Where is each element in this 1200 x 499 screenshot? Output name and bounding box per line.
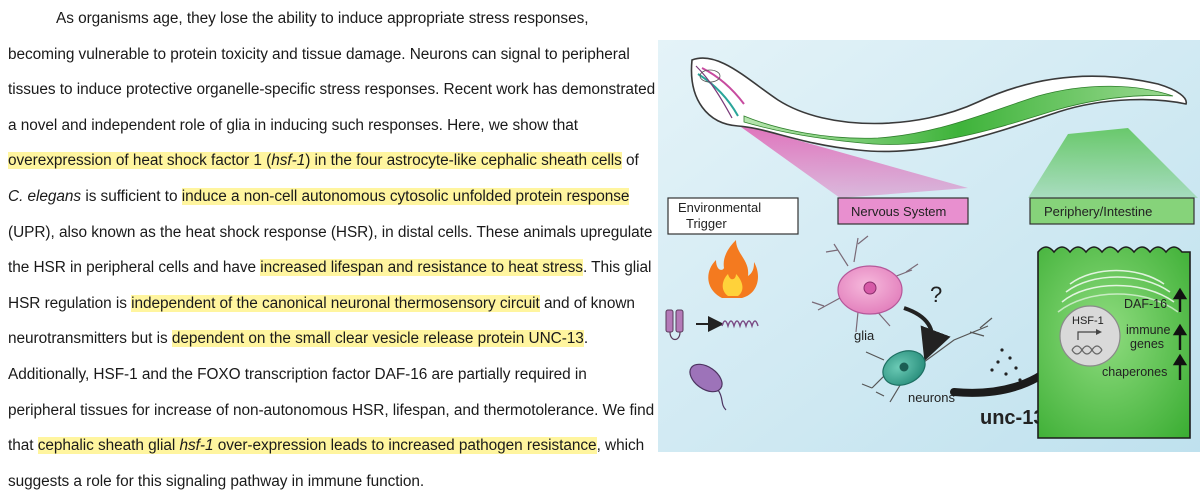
species-name: C. elegans <box>8 187 82 205</box>
abstract-line: HSR regulation is independent of the can… <box>8 286 663 322</box>
daf-16-label: DAF-16 <box>1124 297 1167 311</box>
abstract-line: that cephalic sheath glial hsf-1 over-ex… <box>8 428 663 464</box>
abstract-line: Additionally, HSF-1 and the FOXO transcr… <box>8 365 587 383</box>
highlight: dependent on the small clear vesicle rel… <box>171 330 584 348</box>
abstract-line: a novel and independent role of glia in … <box>8 116 578 134</box>
chaperones-label: chaperones <box>1102 365 1167 379</box>
protein-unfolding-icon <box>665 309 759 341</box>
abstract-line: becoming vulnerable to protein toxicity … <box>8 45 630 63</box>
bacterium-icon <box>689 363 727 411</box>
text-run: the HSR in peripheral cells and have <box>8 259 261 277</box>
up-arrow-icon <box>1172 323 1188 350</box>
vesicle-dots <box>990 348 1022 382</box>
environmental-trigger-label-1: Environmental <box>678 200 761 215</box>
periphery-box <box>1029 197 1195 225</box>
neurons-label: neurons <box>908 390 955 405</box>
highlight: induce a non-cell autonomous cytosolic u… <box>181 187 630 205</box>
nervous-system-cone <box>734 122 968 198</box>
text-run: , which <box>596 437 645 455</box>
intestinal-cell <box>1037 246 1191 439</box>
immune-genes-label-2: genes <box>1130 337 1164 351</box>
abstract-paragraph: As organisms age, they lose the ability … <box>8 0 663 499</box>
abstract-line: the HSR in peripheral cells and have inc… <box>8 250 663 286</box>
environmental-trigger-label-2: Trigger <box>686 216 727 231</box>
unc-13-label: unc-13 <box>980 407 1044 429</box>
fire-icon <box>708 240 758 298</box>
text-run: . This glial <box>582 259 652 277</box>
figure-canvas: Environmental Trigger Nervous System Per… <box>658 40 1200 452</box>
abstract-line: neurotransmitters but is dependent on th… <box>8 321 663 357</box>
abstract-line: As organisms age, they lose the ability … <box>56 10 589 27</box>
highlight: increased lifespan and resistance to hea… <box>260 259 583 277</box>
glia-to-neuron-arrow <box>903 306 951 361</box>
up-arrow-icon <box>1172 287 1188 312</box>
highlight: independent of the canonical neuronal th… <box>131 294 540 312</box>
abstract-line: overexpression of heat shock factor 1 (h… <box>8 143 663 179</box>
graphical-abstract-figure: Environmental Trigger Nervous System Per… <box>658 40 1200 452</box>
text-run: over-expression leads to increased patho… <box>213 437 597 455</box>
text-run: of <box>621 152 639 170</box>
abstract-line: C. elegans is sufficient to induce a non… <box>8 179 663 215</box>
up-arrow-icon <box>1172 353 1188 380</box>
periphery-label: Periphery/Intestine <box>1044 204 1152 219</box>
text-run: and of known <box>539 294 635 312</box>
text-run: neurotransmitters but is <box>8 330 172 348</box>
glia-label: glia <box>854 328 875 343</box>
question-mark: ? <box>930 282 942 307</box>
hsf-1-label: HSF-1 <box>1072 315 1104 327</box>
neuron-cell <box>861 317 993 403</box>
worm-illustration <box>690 57 1187 153</box>
text-run: cephalic sheath glial <box>37 437 180 455</box>
abstract-line: (UPR), also known as the heat shock resp… <box>8 223 653 241</box>
text-run: ) in the four astrocyte-like cephalic sh… <box>305 152 622 170</box>
text-run: . <box>583 330 589 348</box>
text-run: that <box>8 437 38 455</box>
text-run: is sufficient to <box>81 187 182 205</box>
highlight: cephalic sheath glial hsf-1 over-express… <box>37 437 597 455</box>
text-run: HSR regulation is <box>8 294 132 312</box>
abstract-line: peripheral tissues for increase of non-a… <box>8 401 655 419</box>
nervous-system-box <box>837 197 969 225</box>
glia-cell <box>811 235 919 333</box>
nervous-system-label: Nervous System <box>851 204 946 219</box>
abstract-line: tissues to induce protective organelle-s… <box>8 81 656 99</box>
environmental-trigger-box <box>667 197 799 235</box>
abstract-line: suggests a role for this signaling pathw… <box>8 472 425 490</box>
gene-name: hsf-1 <box>179 437 214 455</box>
highlight: overexpression of heat shock factor 1 (h… <box>8 152 622 170</box>
periphery-cone <box>1028 128 1198 198</box>
text-run: overexpression of heat shock factor 1 ( <box>8 152 272 170</box>
immune-genes-label-1: immune <box>1126 323 1171 337</box>
gene-name: hsf-1 <box>271 152 306 170</box>
